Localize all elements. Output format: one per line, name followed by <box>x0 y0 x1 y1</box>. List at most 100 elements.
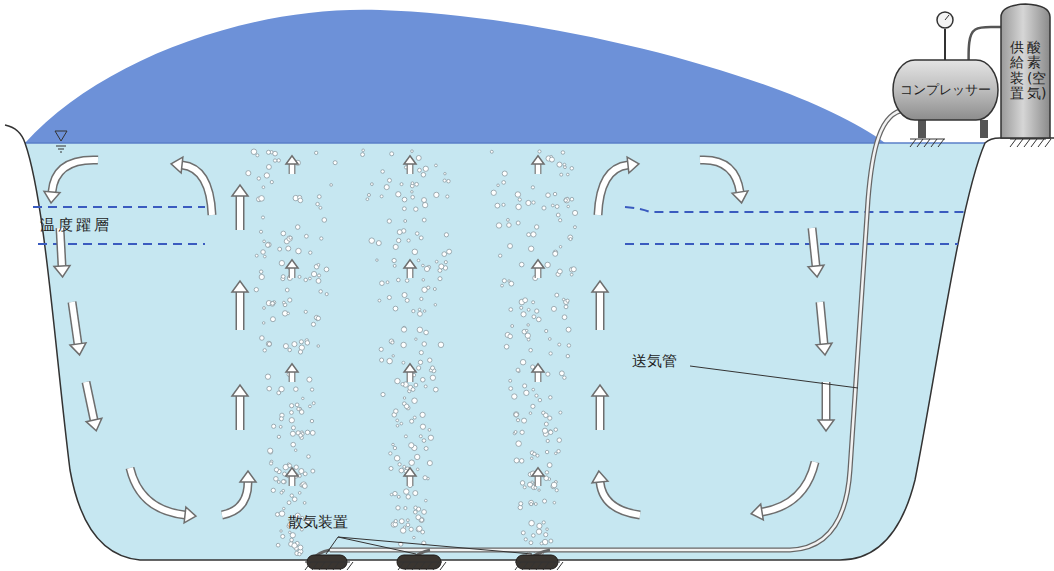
bubble <box>405 298 409 302</box>
bubble <box>265 374 270 379</box>
bubble <box>310 430 315 435</box>
bubble <box>567 205 570 208</box>
bubble <box>394 519 397 522</box>
bubble <box>396 238 400 242</box>
bubble <box>403 465 406 468</box>
bubble <box>566 327 571 332</box>
bubble <box>263 255 266 258</box>
flow-arrow <box>286 468 298 486</box>
bubble <box>264 173 269 178</box>
bubble <box>502 203 505 206</box>
hatch-stroke <box>398 562 442 563</box>
bubble <box>530 502 533 505</box>
bubble <box>434 304 437 307</box>
bubble <box>384 185 389 190</box>
bubble <box>402 197 407 202</box>
hatch-stroke <box>333 562 339 570</box>
bubble <box>416 155 421 160</box>
connecting-pipe <box>969 27 1001 60</box>
bubble <box>509 387 513 391</box>
bubble <box>418 360 422 364</box>
bubble <box>415 454 420 459</box>
bubble <box>424 385 427 388</box>
bubble <box>563 376 566 379</box>
bubble <box>549 539 553 543</box>
bubble <box>424 447 428 451</box>
bubble <box>424 330 429 335</box>
flow-arrow <box>130 468 196 523</box>
bubble <box>531 534 535 538</box>
flow-arrow <box>592 281 608 330</box>
hatch-stroke <box>1031 139 1037 147</box>
bubble <box>251 149 257 155</box>
bubble <box>395 378 400 383</box>
bubble <box>534 225 538 229</box>
bubble <box>267 386 272 391</box>
bubble <box>281 534 285 538</box>
bubble <box>530 457 533 460</box>
bubble <box>288 348 292 352</box>
bubble <box>291 426 295 430</box>
bubble <box>514 412 519 417</box>
bubble <box>534 503 537 506</box>
bubble <box>411 182 414 185</box>
hatch-stroke <box>557 562 563 570</box>
bubble <box>263 349 266 352</box>
hatch-stroke <box>1017 139 1023 147</box>
bubble <box>531 186 534 189</box>
bubble <box>316 202 320 206</box>
bubble <box>528 482 533 487</box>
compressor-tank: コンプレッサー <box>893 60 998 120</box>
bubble <box>381 392 385 396</box>
bubble <box>294 449 297 452</box>
flow-arrow <box>404 260 416 278</box>
supply-cylinder: 酸素(空気)供給装置 <box>1001 3 1050 138</box>
bubble <box>564 300 569 305</box>
bubble <box>292 342 297 347</box>
bubble <box>564 197 569 202</box>
bubble <box>570 197 574 201</box>
bubble <box>415 232 419 236</box>
bubble <box>314 151 317 154</box>
thermocline-lines <box>33 207 968 244</box>
bubble <box>396 424 399 427</box>
hill-shape <box>25 10 885 143</box>
bubble <box>518 198 521 201</box>
bubble <box>562 315 567 320</box>
bubble <box>511 325 514 328</box>
bubble <box>271 301 275 305</box>
bubble <box>290 538 294 542</box>
bubble <box>285 288 289 292</box>
bubble <box>444 261 447 264</box>
bubble <box>420 518 424 522</box>
hatch-stroke <box>426 562 432 570</box>
bubble <box>536 529 541 534</box>
bubble <box>527 324 530 327</box>
bubble <box>292 543 297 548</box>
bubble <box>516 368 520 372</box>
bubble <box>259 230 262 233</box>
bubble <box>419 351 423 355</box>
bubble <box>529 348 533 352</box>
bubble <box>553 501 556 504</box>
bubble <box>570 273 573 276</box>
bubble <box>394 409 399 414</box>
bubble <box>516 419 519 422</box>
bubble <box>303 502 306 505</box>
bubble <box>273 159 276 162</box>
bubble <box>387 219 391 223</box>
bubble <box>551 482 557 488</box>
bubble <box>529 500 534 505</box>
bubble <box>557 438 562 443</box>
bubble <box>262 322 265 325</box>
bubble <box>320 237 323 240</box>
part-label: 送気管 <box>632 352 677 371</box>
bubble <box>325 293 328 296</box>
hatch-stroke <box>515 562 560 563</box>
bubble <box>404 404 409 409</box>
bubble <box>290 533 295 538</box>
bubble <box>317 263 320 266</box>
bubble <box>428 428 431 431</box>
bubble <box>261 250 266 255</box>
flow-arrow <box>532 260 544 278</box>
